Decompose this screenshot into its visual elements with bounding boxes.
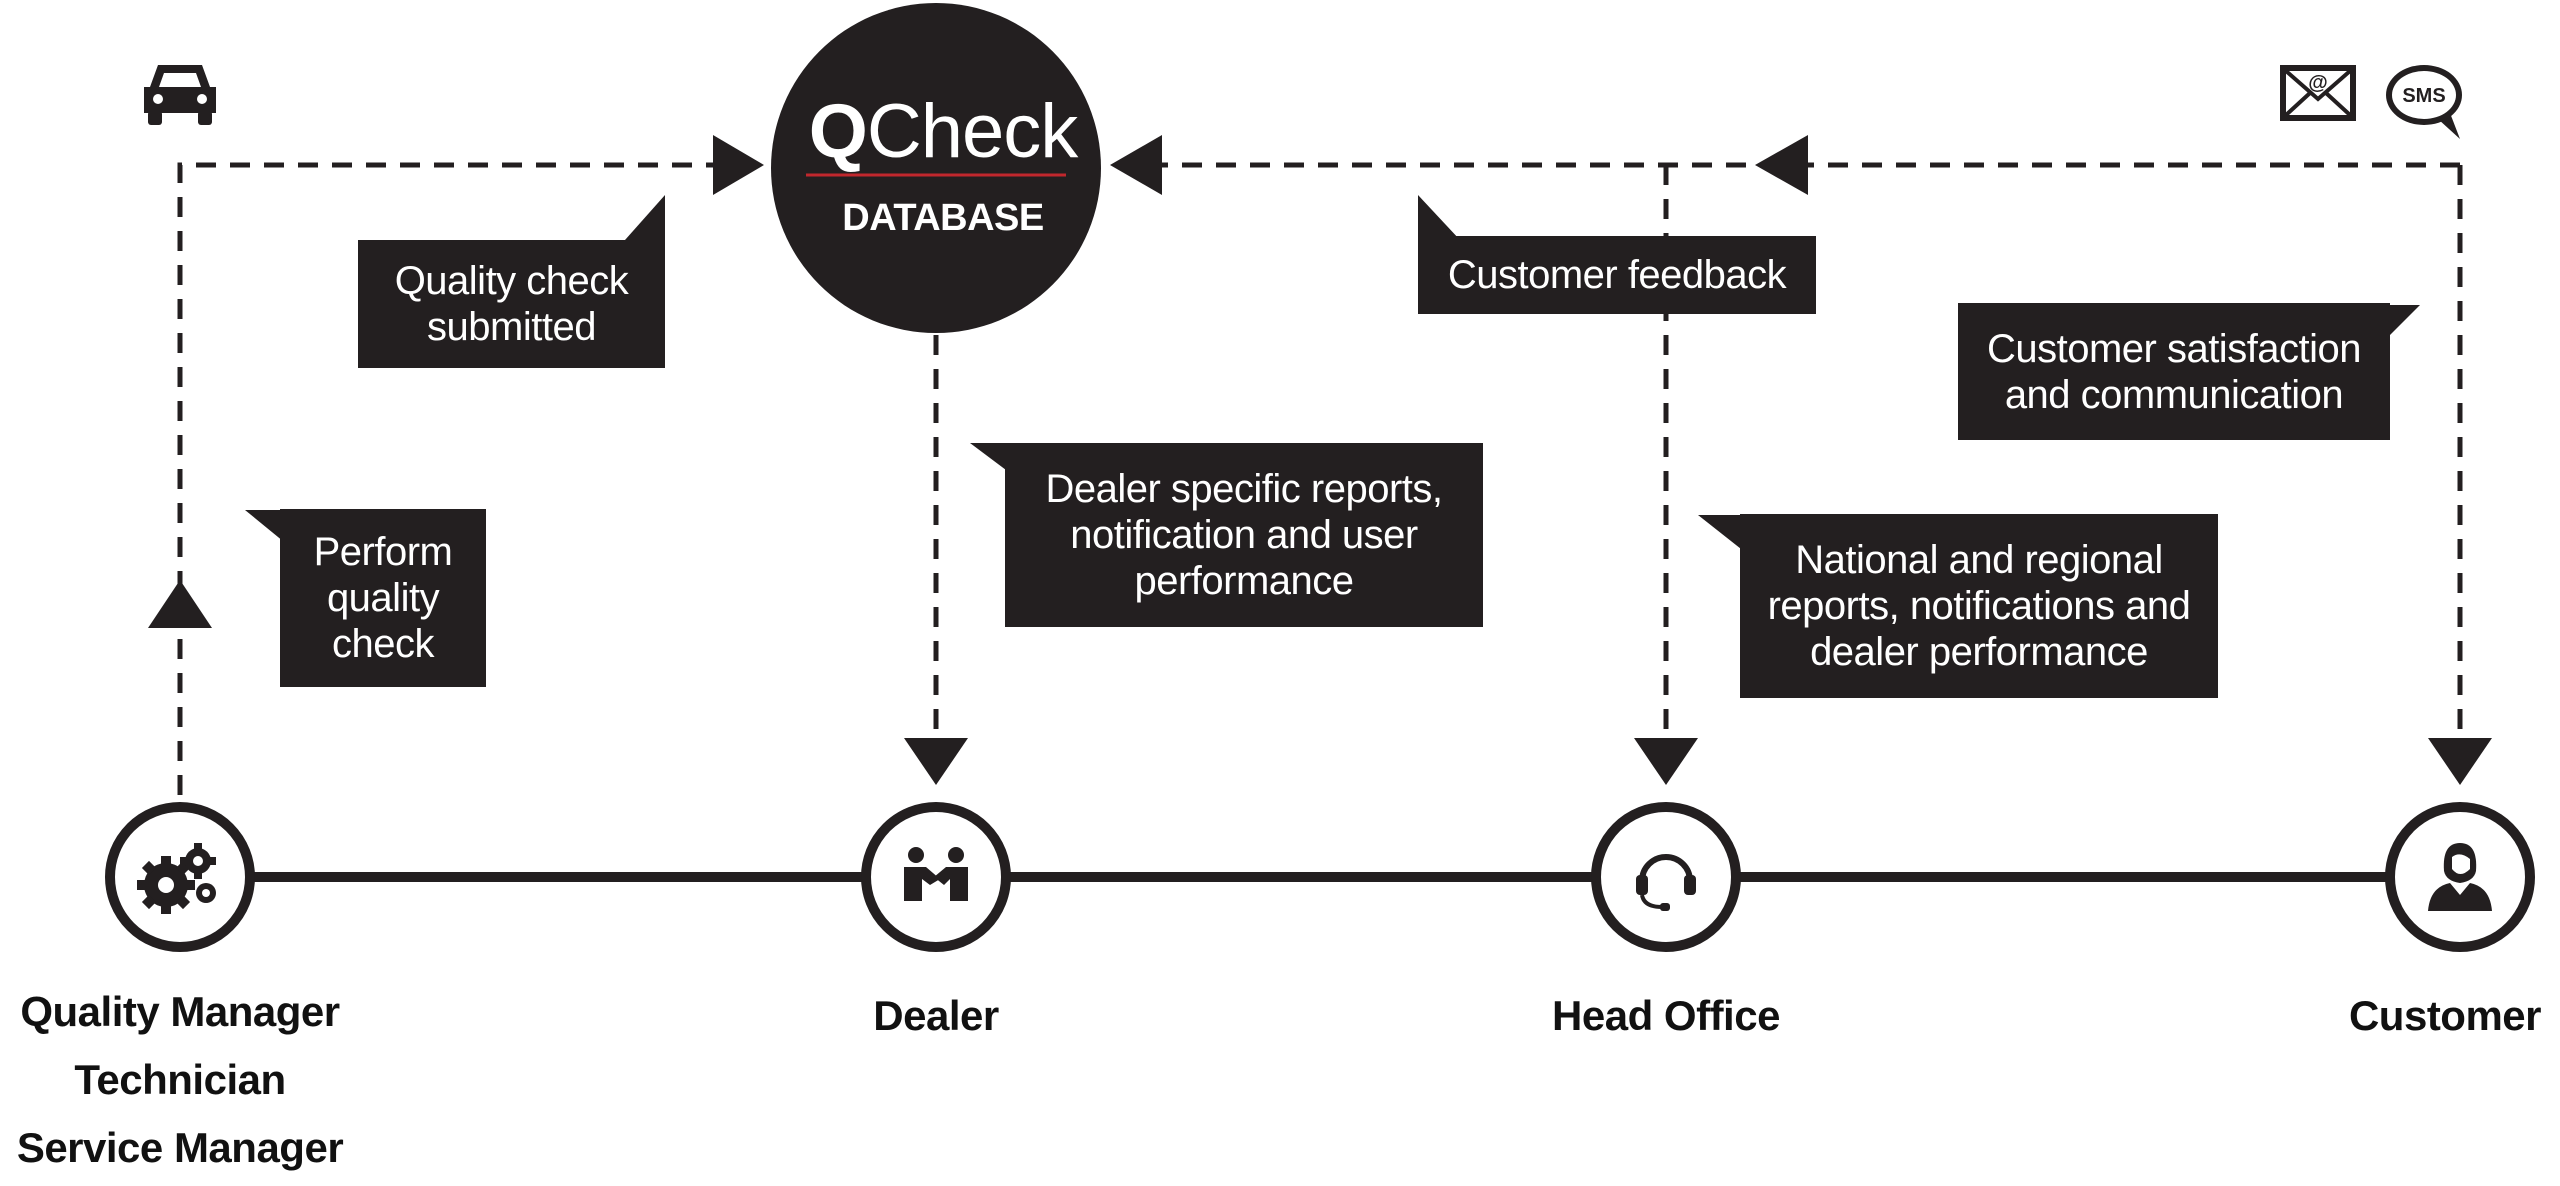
person-icon <box>2428 843 2492 911</box>
label-dealer: Dealer <box>786 982 1086 1050</box>
callout-line: dealer performance <box>1810 630 2148 674</box>
arrow-down-customer <box>2428 738 2492 785</box>
node-quality-manager <box>105 802 255 952</box>
label-line: Technician <box>74 1056 286 1103</box>
callout-customer-feedback: Customer feedback <box>1418 236 1816 314</box>
car-icon <box>144 65 216 125</box>
gears-icon <box>137 843 216 914</box>
database-subtitle: DATABASE <box>842 197 1044 239</box>
callout-line: submitted <box>427 305 596 349</box>
arrow-up <box>148 580 212 628</box>
email-icon: @ <box>2280 65 2356 121</box>
callout-tail-quality-check-submitted <box>625 195 665 240</box>
node-dealer <box>861 802 1011 952</box>
callout-line: Customer satisfaction <box>1986 326 2362 371</box>
sms-icon-text: SMS <box>2402 85 2445 107</box>
callout-line: notification and user <box>1070 513 1418 557</box>
callout-line: National and regional <box>1795 538 2163 582</box>
arrow-left-mid <box>1755 135 1808 195</box>
node-customer <box>2385 802 2535 952</box>
callout-line: check <box>332 622 435 666</box>
database-circle <box>771 3 1101 333</box>
label-line: Service Manager <box>16 1124 344 1171</box>
label-head-office: Head Office <box>1496 982 1836 1050</box>
callout-line: Customer feedback <box>1447 253 1787 297</box>
database-brand-q: Q <box>808 89 868 174</box>
database-brand: QCheck <box>768 92 1118 172</box>
handshake-icon <box>904 847 968 901</box>
callout-tail-customer-feedback <box>1418 195 1460 240</box>
callout-quality-check-submitted: Quality check submitted <box>358 240 665 368</box>
callout-national-reports: National and regional reports, notificat… <box>1740 514 2218 698</box>
label-line: Head Office <box>1552 992 1780 1039</box>
label-quality-manager: Quality Manager Technician Service Manag… <box>0 978 360 1182</box>
connector-customer-to-database <box>1110 135 2492 785</box>
arrow-left-into-database <box>1110 135 1162 195</box>
label-customer: Customer <box>2330 982 2560 1050</box>
connector-database-to-head-office <box>1634 165 1698 785</box>
label-line: Quality Manager <box>20 988 340 1035</box>
arrow-down-dealer <box>904 738 968 785</box>
callout-line: reports, notifications and <box>1767 584 2191 628</box>
label-line: Customer <box>2348 992 2542 1039</box>
database-brand-check: Check <box>866 89 1078 174</box>
callout-line: Perform <box>313 530 453 574</box>
callout-line: performance <box>1134 559 1354 603</box>
email-at-sign: @ <box>2308 72 2328 94</box>
sms-icon: SMS <box>2386 65 2462 139</box>
callout-customer-satisfaction: Customer satisfaction and communication <box>1958 303 2390 440</box>
arrow-right-into-database <box>713 135 764 195</box>
callout-line: Dealer specific reports, <box>1045 467 1443 511</box>
headset-icon <box>1636 854 1696 911</box>
callout-line: Quality check <box>394 259 629 303</box>
arrow-down-head-office <box>1634 738 1698 785</box>
connector-database-to-dealer <box>904 335 968 785</box>
connector-quality-manager-to-database <box>148 135 764 795</box>
callout-line: quality <box>326 576 440 620</box>
node-head-office <box>1591 802 1741 952</box>
callout-line: and communication <box>2004 372 2344 417</box>
callout-perform-quality-check: Perform quality check <box>280 509 486 687</box>
callout-dealer-reports: Dealer specific reports, notification an… <box>1005 443 1483 627</box>
label-line: Dealer <box>873 992 999 1039</box>
